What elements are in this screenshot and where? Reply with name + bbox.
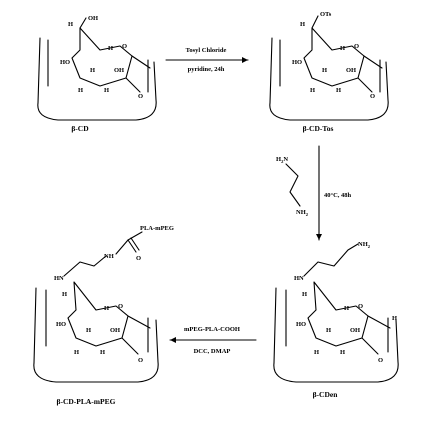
glycosidic-bond bbox=[127, 315, 151, 329]
macrocycle-outline bbox=[273, 287, 399, 383]
h-label: H bbox=[300, 21, 305, 28]
beta-cd-pla-mpeg-structure: HN NH O PLA-mPEG H H O HO H OH H H O bbox=[33, 225, 174, 383]
aminoethyl-chain bbox=[303, 243, 359, 277]
amide-chain bbox=[115, 231, 143, 255]
oh-label: OH bbox=[88, 15, 98, 22]
compound-label-beta-cd-pla-mpeg: β-CD-PLA-mPEG bbox=[57, 397, 116, 406]
glycosidic-bond bbox=[363, 55, 383, 69]
nh2-label: NH2 bbox=[296, 209, 309, 217]
glucose-ring bbox=[71, 27, 133, 87]
h-label: H bbox=[78, 87, 83, 94]
h-label: H bbox=[68, 21, 73, 28]
ring-o-label: O bbox=[354, 43, 359, 50]
ring-o-label: O bbox=[138, 357, 143, 364]
compound-label-beta-cden: β-CDen bbox=[313, 390, 339, 399]
ch2-bond bbox=[79, 17, 87, 29]
ho-label: HO bbox=[60, 59, 70, 66]
h-label: H bbox=[108, 45, 113, 52]
glucose-ring bbox=[307, 281, 369, 347]
glycosidic-bond-lower bbox=[357, 77, 373, 93]
ring-o-label: O bbox=[358, 303, 363, 310]
macrocycle-outline bbox=[269, 37, 389, 121]
ho-label: HO bbox=[56, 321, 66, 328]
ethylene-chain bbox=[285, 163, 301, 207]
glycosidic-bond-lower bbox=[361, 337, 379, 355]
step1-reagent: Tosyl Chloride bbox=[186, 47, 227, 54]
glycosidic-bond-lower bbox=[125, 77, 141, 93]
macrocycle-outline bbox=[37, 37, 157, 121]
step3-reagent: mPEG-PLA-COOH bbox=[184, 326, 240, 333]
carbonyl-double-bond bbox=[130, 237, 140, 251]
oh-label: OH bbox=[110, 327, 120, 334]
step2-conditions: 40°C, 48h bbox=[324, 192, 352, 199]
ch2-bond bbox=[311, 15, 319, 29]
ring-o-label: O bbox=[370, 93, 375, 100]
ho-label: HO bbox=[296, 321, 306, 328]
h-label: H bbox=[310, 87, 315, 94]
h-label: H bbox=[340, 349, 345, 356]
reaction-arrow-step1: Tosyl Chloride pyridine, 24h bbox=[165, 47, 249, 73]
ots-label: OTs bbox=[320, 11, 332, 18]
compound-label-beta-cd: β-CD bbox=[71, 124, 89, 133]
reaction-arrow-step2: 40°C, 48h bbox=[316, 145, 352, 241]
nh-label: NH bbox=[104, 253, 114, 260]
beta-cden-structure: HN NH2 H H O HO H OH H H H O bbox=[273, 241, 399, 383]
h-label: H bbox=[326, 327, 331, 334]
ring-o-label: O bbox=[378, 357, 383, 364]
step3-conditions: DCC, DMAP bbox=[194, 348, 231, 355]
glucose-ring bbox=[67, 281, 129, 347]
beta-cd-structure: OH H H O HO H OH H H O bbox=[37, 15, 157, 121]
reaction-arrow-step3: mPEG-PLA-COOH DCC, DMAP bbox=[169, 326, 257, 355]
h-label: H bbox=[314, 349, 319, 356]
oh-label: OH bbox=[346, 67, 356, 74]
aminoethyl-linker bbox=[63, 255, 107, 277]
pla-mpeg-label: PLA-mPEG bbox=[140, 225, 174, 232]
glycosidic-bond-lower bbox=[121, 337, 139, 355]
macrocycle-outline bbox=[33, 287, 159, 383]
ethylenediamine-reagent: H2N NH2 bbox=[276, 156, 309, 217]
beta-cd-tos-structure: OTs H H O HO H OH H H O bbox=[269, 11, 389, 121]
glycosidic-bond bbox=[131, 55, 151, 69]
h-label: H bbox=[302, 291, 307, 298]
ho-label: HO bbox=[292, 59, 302, 66]
ring-o-label: O bbox=[122, 43, 127, 50]
h-label: H bbox=[90, 67, 95, 74]
compound-label-beta-cd-tos: β-CD-Tos bbox=[303, 124, 334, 133]
step1-conditions: pyridine, 24h bbox=[188, 66, 225, 73]
h-label: H bbox=[336, 87, 341, 94]
glucose-ring bbox=[303, 27, 365, 87]
ring-o-label: O bbox=[118, 303, 123, 310]
h-label: H bbox=[104, 305, 109, 312]
glycosidic-bond bbox=[367, 315, 391, 329]
nh2-label: NH2 bbox=[358, 241, 371, 249]
hn-label: HN bbox=[294, 275, 304, 282]
hn-label: HN bbox=[54, 275, 64, 282]
h-label: H bbox=[62, 291, 67, 298]
h-label: H bbox=[344, 305, 349, 312]
carbonyl-o-label: O bbox=[136, 255, 141, 262]
h-label: H bbox=[322, 67, 327, 74]
oh-label: OH bbox=[114, 67, 124, 74]
h-label: H bbox=[340, 45, 345, 52]
h-label: H bbox=[104, 87, 109, 94]
h2n-label: H2N bbox=[276, 156, 288, 164]
h-label: H bbox=[100, 349, 105, 356]
h-label: H bbox=[74, 349, 79, 356]
h-label: H bbox=[392, 315, 397, 322]
oh-label: OH bbox=[350, 327, 360, 334]
ring-o-label: O bbox=[138, 93, 143, 100]
h-label: H bbox=[86, 327, 91, 334]
carbonyl-bond bbox=[127, 239, 137, 253]
